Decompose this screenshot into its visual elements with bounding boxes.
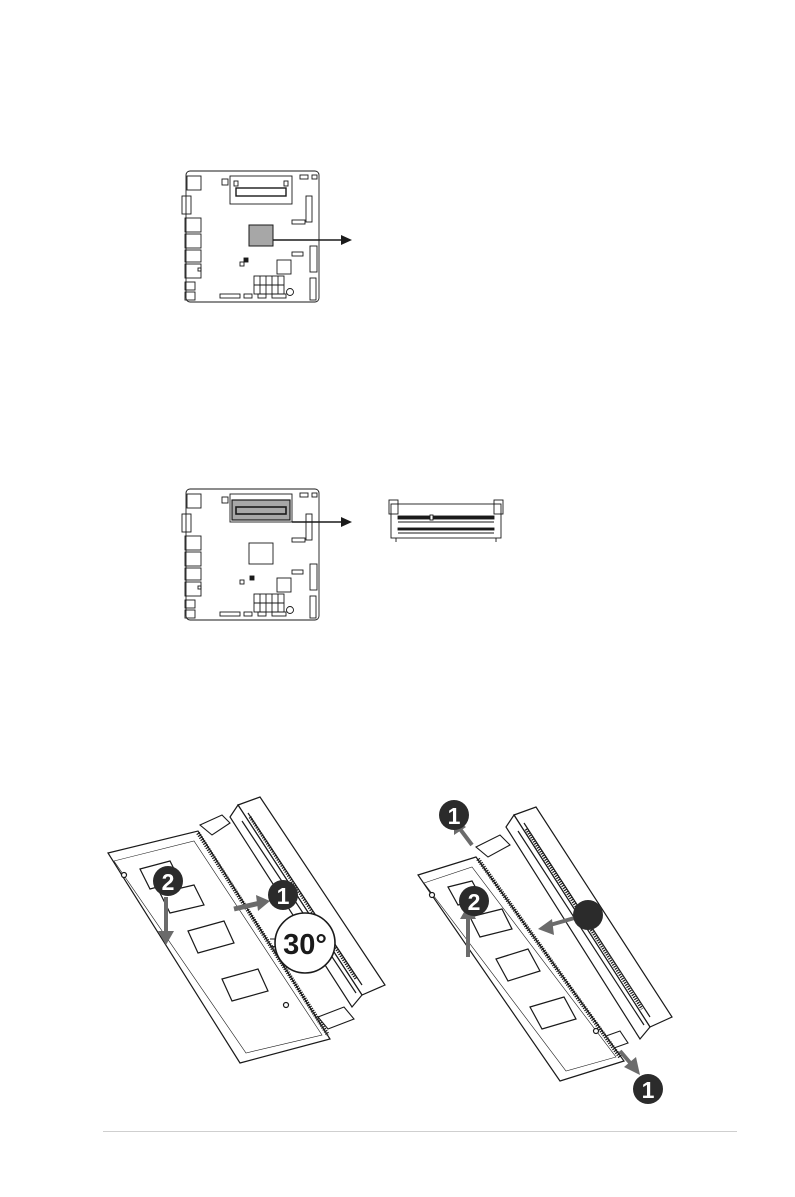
step-badge-2: 2 [153, 866, 183, 896]
angle-bubble: 30° [275, 913, 335, 973]
motherboard-cpu-diagram [180, 168, 360, 308]
sodimm-slot-closeup [388, 496, 506, 544]
svg-text:1: 1 [448, 803, 461, 829]
footer-rule [103, 1131, 737, 1132]
arrow-left [538, 919, 554, 935]
arrow-right [256, 895, 270, 911]
callout-arrow-head [341, 235, 352, 245]
svg-text:2: 2 [468, 889, 481, 915]
slot-latch-bottom [318, 1007, 354, 1029]
memory-slot-highlight [232, 500, 290, 520]
step-badge-2: 2 [459, 886, 489, 916]
step-badge-1-bottom: 1 [633, 1074, 663, 1104]
motherboard-memory-slot-diagram [180, 486, 360, 626]
step-badge-1-top: 1 [439, 800, 469, 830]
memory-install-illustration: 2 1 30° [100, 795, 400, 1085]
svg-text:2: 2 [162, 869, 175, 895]
cpu-chip [249, 225, 273, 246]
slot-latch-top [476, 835, 510, 857]
callout-arrow-head [341, 517, 352, 527]
svg-text:30°: 30° [283, 929, 327, 961]
slot-latch-top [200, 815, 230, 835]
svg-text:1: 1 [277, 883, 290, 909]
memory-removal-illustration: 1 2 1 [410, 795, 690, 1105]
step-badge-1: 1 [268, 880, 298, 910]
svg-text:1: 1 [642, 1077, 655, 1103]
step-badge-blank [573, 900, 603, 930]
